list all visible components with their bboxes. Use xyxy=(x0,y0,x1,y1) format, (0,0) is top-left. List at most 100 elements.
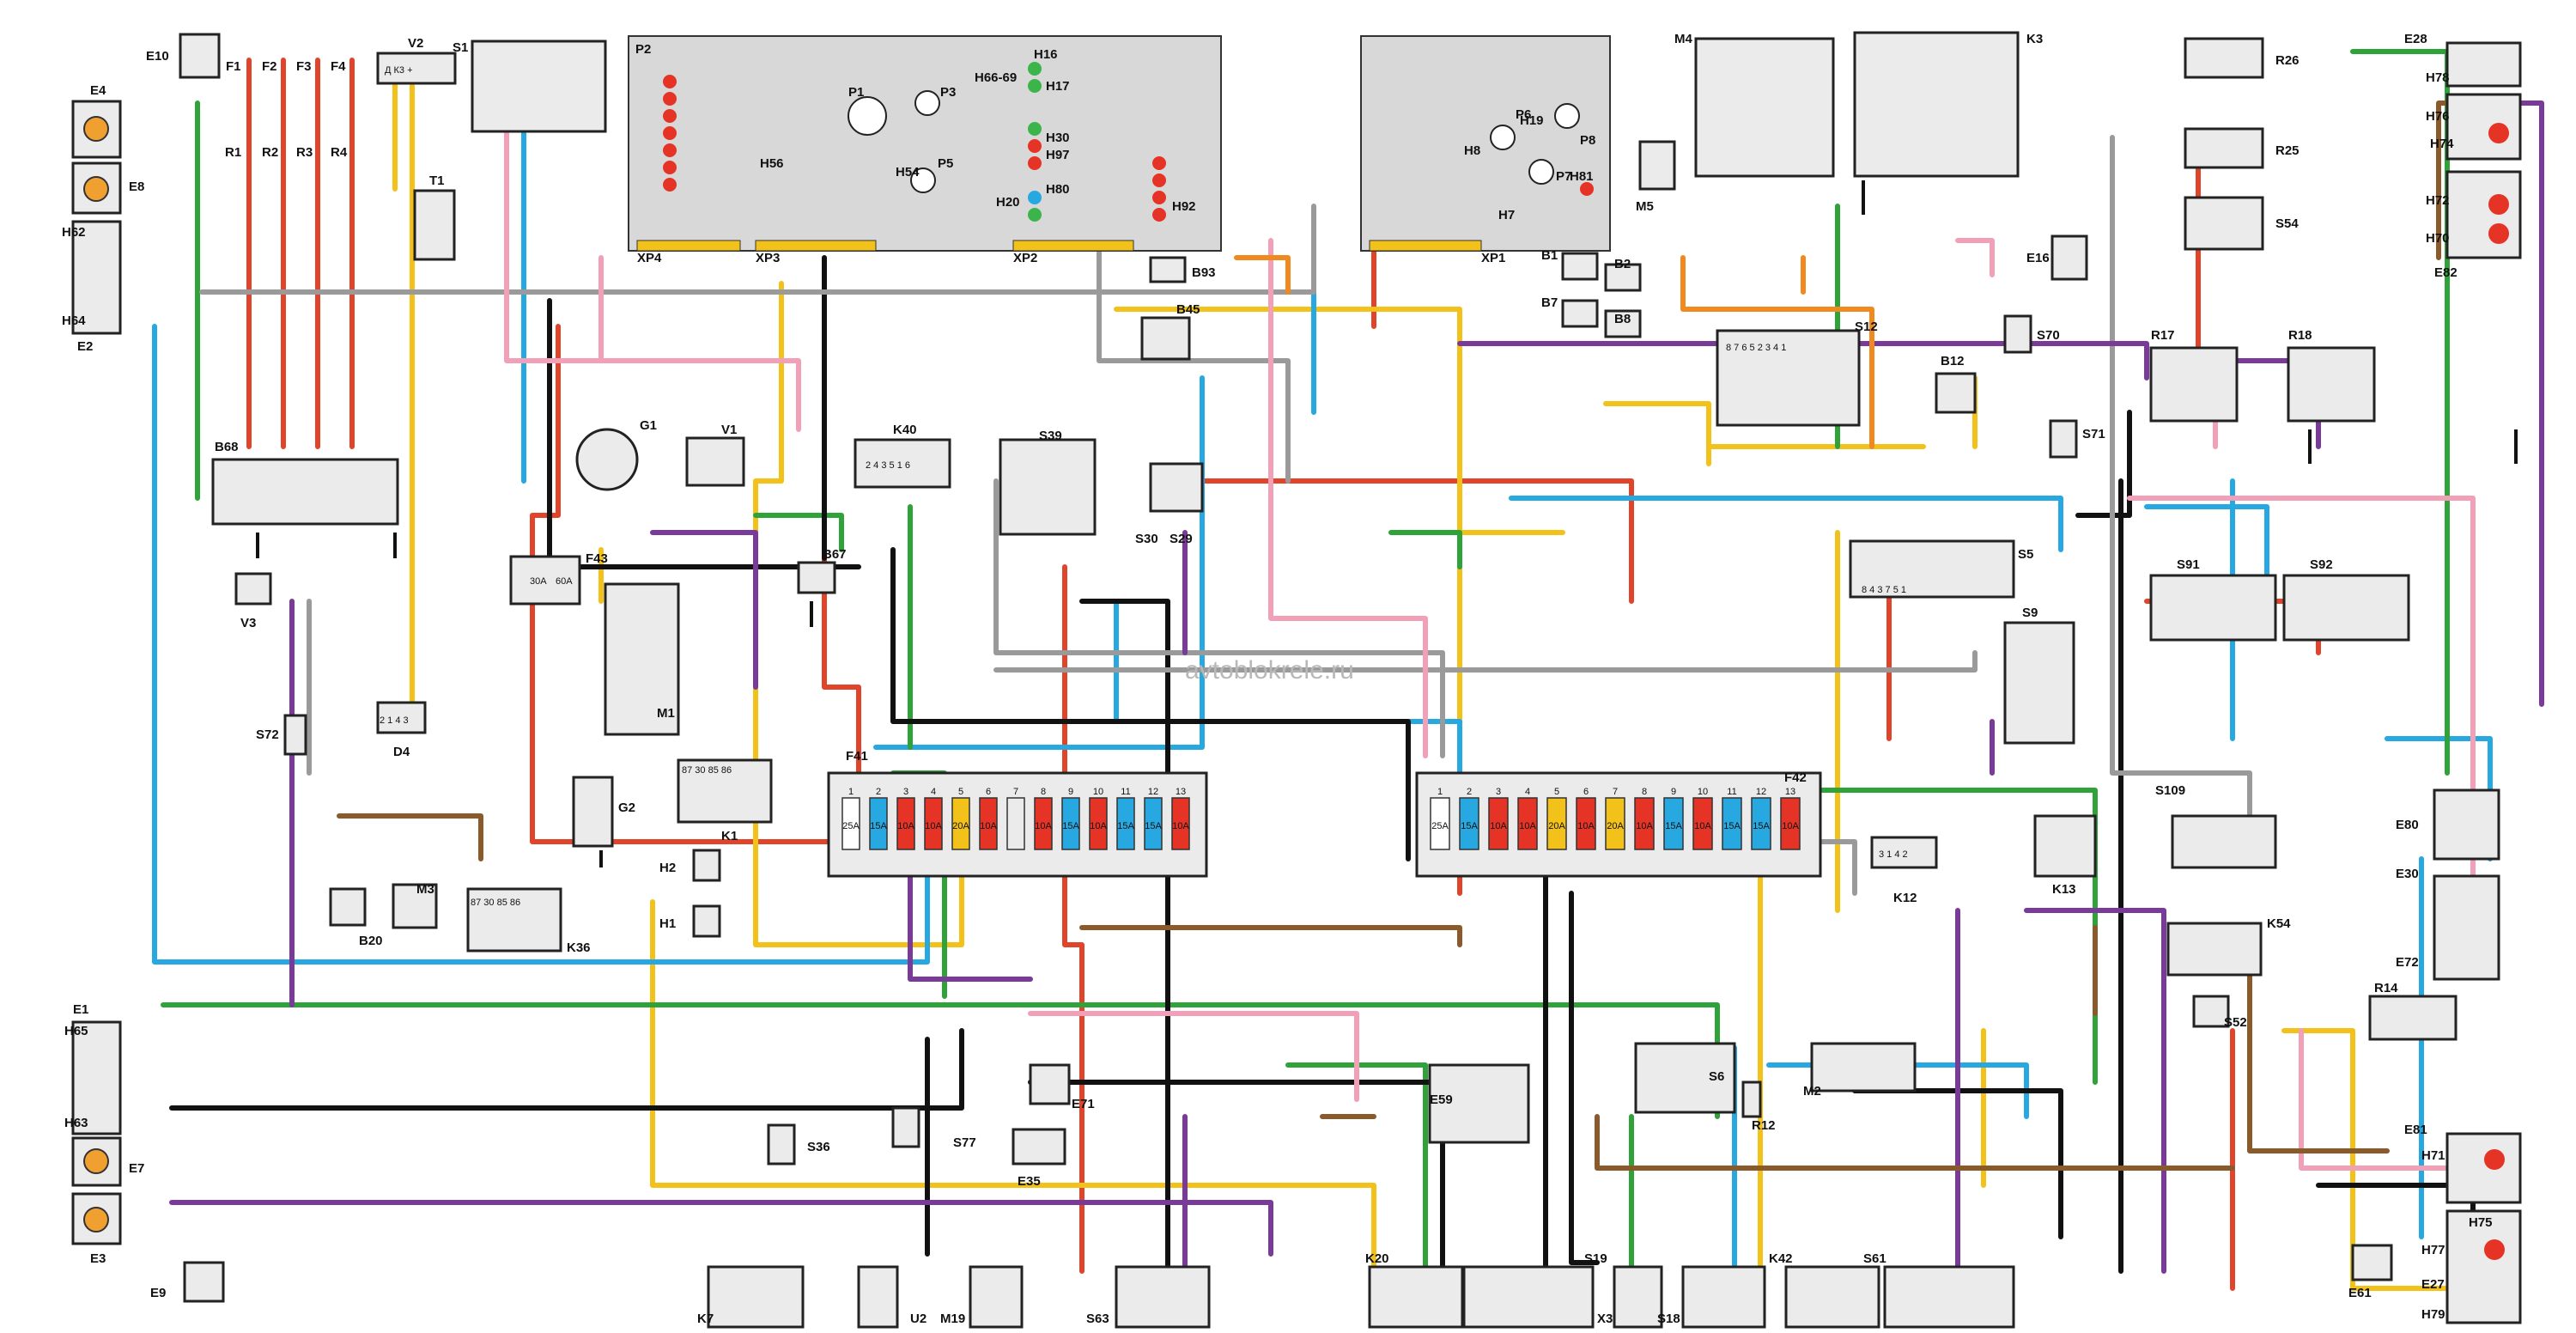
label-H20: H20 xyxy=(996,195,1020,210)
sensor-B12 xyxy=(1935,372,1977,414)
label-H79: H79 xyxy=(2421,1307,2445,1322)
fuse-number: 2 xyxy=(876,787,881,797)
label-H62: H62 xyxy=(62,225,86,240)
label-P5: P5 xyxy=(938,156,953,171)
lamp-amber-icon xyxy=(83,1148,109,1174)
label-S29: S29 xyxy=(1170,532,1193,546)
wire-orange xyxy=(1234,255,1874,449)
fuse-number: 3 xyxy=(1496,787,1501,797)
label-S70: S70 xyxy=(2037,328,2060,343)
label-S109: S109 xyxy=(2155,783,2185,798)
label-E28: E28 xyxy=(2404,32,2427,46)
fuse-cell xyxy=(1430,797,1450,850)
label-H77: H77 xyxy=(2421,1243,2445,1257)
label-K54: K54 xyxy=(2267,916,2291,931)
indicator-red-icon xyxy=(1152,173,1166,187)
relay-K12 xyxy=(1870,836,1938,869)
fuse-cell xyxy=(1605,797,1625,850)
label-S72: S72 xyxy=(256,727,279,742)
label-M4: M4 xyxy=(1674,32,1692,46)
fuse-cell xyxy=(1663,797,1684,850)
fuse-number: 12 xyxy=(1148,787,1158,797)
switch-S71 xyxy=(2049,419,2078,459)
tail-lamp-icon xyxy=(2488,223,2509,244)
motor-M2 xyxy=(1810,1042,1917,1093)
indicator-red-icon xyxy=(663,161,677,174)
gauge-P8-icon xyxy=(1554,103,1580,129)
label-R3: R3 xyxy=(296,145,313,160)
relay-K3 xyxy=(1853,31,2020,178)
fuse-number: 9 xyxy=(1671,787,1676,797)
fuse-rating: 15A xyxy=(1062,821,1079,831)
label-H54: H54 xyxy=(896,165,920,180)
fuse-cell xyxy=(1722,797,1742,850)
label-S5: S5 xyxy=(2018,547,2033,562)
label-H56: H56 xyxy=(760,156,784,171)
label-R18: R18 xyxy=(2288,328,2312,343)
label-F4: F4 xyxy=(331,59,346,74)
fuse-number: 2 xyxy=(1467,787,1472,797)
label-P8: P8 xyxy=(1580,133,1595,148)
fuse-number: 13 xyxy=(1176,787,1186,797)
label-B7: B7 xyxy=(1541,295,1558,310)
label-E2: E2 xyxy=(77,339,93,354)
instrument-cluster-P2: P2 XP4 XP3 XP2 XP1 xyxy=(628,35,1611,265)
label-S77: S77 xyxy=(953,1135,976,1150)
wire-brown xyxy=(337,100,2476,1171)
horn-H1-icon xyxy=(692,904,721,938)
label-F2: F2 xyxy=(262,59,277,74)
label-K7: K7 xyxy=(697,1312,714,1326)
label-P6: P6 xyxy=(1516,107,1531,122)
label-S71: S71 xyxy=(2082,427,2105,441)
label-S54: S54 xyxy=(2275,216,2299,231)
label-S18: S18 xyxy=(1657,1312,1680,1326)
tail-lamp-icon xyxy=(2484,1149,2505,1170)
pins-S12: 8 7 6 5 2 3 4 1 xyxy=(1726,343,1786,353)
fuse-number: 5 xyxy=(958,787,963,797)
fuse-cell xyxy=(951,797,970,850)
generator-G1-icon xyxy=(575,428,639,491)
label-P2: P2 xyxy=(635,42,651,57)
label-E81: E81 xyxy=(2404,1123,2427,1137)
label-H64: H64 xyxy=(62,313,86,328)
relay-K42 xyxy=(1784,1265,1880,1329)
fuse-F43 xyxy=(509,555,581,606)
label-E61: E61 xyxy=(2348,1286,2372,1300)
label-P3: P3 xyxy=(940,85,956,100)
watermark: avtoblokrele.ru xyxy=(1185,656,1354,685)
indicator-column xyxy=(663,62,1594,222)
indicator-green-icon xyxy=(1028,79,1042,93)
starter-M1 xyxy=(604,582,680,736)
fuse-rating: 10A xyxy=(1636,821,1653,831)
lamp-E9 xyxy=(183,1261,225,1303)
resistor-R26 xyxy=(2184,37,2264,79)
label-K40: K40 xyxy=(893,423,917,437)
fuse-cell xyxy=(1006,797,1025,850)
fuse-cell xyxy=(1144,797,1163,850)
label-B93: B93 xyxy=(1192,265,1216,280)
label-XP3: XP3 xyxy=(756,251,780,265)
label-S6: S6 xyxy=(1709,1069,1724,1084)
switch-S72 xyxy=(283,714,307,756)
label-XP1: XP1 xyxy=(1481,251,1505,265)
label-R26: R26 xyxy=(2275,53,2300,68)
switch-S52 xyxy=(2192,995,2230,1028)
fuse-number: 11 xyxy=(1121,787,1130,797)
fuse-block-F42: F42 125A215A310A410A520A610A720A810A915A… xyxy=(1415,770,1822,878)
label-E1: E1 xyxy=(73,1002,88,1017)
label-H92: H92 xyxy=(1172,199,1196,214)
fuse-cell xyxy=(1780,797,1801,850)
switch-S36 xyxy=(767,1123,796,1166)
label-R12: R12 xyxy=(1752,1118,1776,1133)
fuse-rating: 15A xyxy=(870,821,887,831)
pins-S5: 8 4 3 7 5 1 xyxy=(1862,585,1906,595)
fuse-number: 3 xyxy=(903,787,908,797)
instrument-panel-left xyxy=(628,35,1222,252)
label-E59: E59 xyxy=(1430,1093,1453,1107)
label-H80: H80 xyxy=(1046,182,1070,197)
voltmeter-P5-icon xyxy=(910,167,936,193)
label-E10: E10 xyxy=(146,49,169,64)
regulator-V1 xyxy=(685,436,745,487)
resistor-R12 xyxy=(1741,1080,1762,1118)
label-S39: S39 xyxy=(1039,429,1062,443)
